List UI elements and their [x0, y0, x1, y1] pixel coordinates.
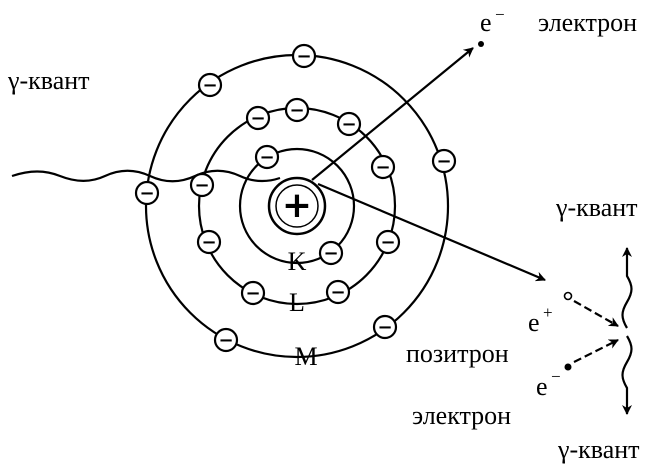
- outgoing-gamma-bottom-wave: [621, 335, 633, 415]
- shell-electron: −: [240, 280, 266, 306]
- shell-k-orbit: [238, 147, 356, 265]
- gamma-pair-production-arrow: [317, 182, 546, 282]
- ejected-electron-arrow: [311, 47, 474, 181]
- nucleus-sign: +: [282, 185, 312, 226]
- electron-charge-sign: −: [218, 330, 233, 351]
- outgoing-gamma-top-label: γ-квант: [555, 193, 638, 222]
- ejected-electron-sign: −: [495, 5, 505, 24]
- positron-sign: +: [543, 303, 553, 322]
- incoming-gamma-label: γ-квант: [7, 66, 90, 95]
- electron-charge-sign: −: [259, 147, 274, 168]
- shell-electron: −: [213, 327, 239, 353]
- electron-charge-sign: −: [296, 46, 311, 67]
- shell-electron: −: [245, 105, 271, 131]
- electron-charge-sign: −: [341, 114, 356, 135]
- electron-charge-sign: −: [250, 108, 265, 129]
- ejected-electron-symbol: e: [480, 8, 492, 37]
- shell-electron: −: [284, 97, 310, 123]
- pair-electron-sign: −: [551, 367, 561, 386]
- shell-electron: −: [254, 144, 280, 170]
- shell-l-label: L: [289, 288, 305, 317]
- electron-charge-sign: −: [377, 317, 392, 338]
- electron-charge-sign: −: [194, 175, 209, 196]
- electron-charge-sign: −: [139, 183, 154, 204]
- shell-electron: −: [197, 72, 223, 98]
- shell-electron: −: [336, 111, 362, 137]
- shell-electron: −: [291, 43, 317, 69]
- shell-m-label: M: [294, 342, 317, 371]
- shell-electron: −: [325, 279, 351, 305]
- shell-k-label: K: [288, 247, 307, 276]
- pair-electron-arrow: [573, 339, 619, 363]
- electron-charge-sign: −: [201, 232, 216, 253]
- shell-electron: −: [431, 148, 457, 174]
- incoming-gamma-wave: [11, 169, 281, 183]
- shell-electron: −: [189, 172, 215, 198]
- shell-electron: −: [375, 229, 401, 255]
- pair-electron-label: электрон: [412, 401, 511, 430]
- electron-charge-sign: −: [245, 283, 260, 304]
- shell-electron: −: [318, 240, 344, 266]
- outgoing-gamma-bottom-label: γ-квант: [557, 435, 640, 464]
- positron-label: позитрон: [406, 339, 509, 368]
- shell-electron: −: [372, 314, 398, 340]
- ejected-electron-label: электрон: [538, 8, 637, 37]
- electron-charge-sign: −: [330, 282, 345, 303]
- electron-charge-sign: −: [375, 157, 390, 178]
- electron-charge-sign: −: [289, 100, 304, 121]
- shell-electron: −: [370, 154, 396, 180]
- ejected-electron-dot: [478, 41, 484, 47]
- outgoing-gamma-top-wave: [621, 247, 633, 329]
- positron-arrow: [573, 300, 619, 327]
- pair-electron-symbol: e: [536, 372, 548, 401]
- electron-charge-sign: −: [323, 243, 338, 264]
- electron-charge-sign: −: [202, 75, 217, 96]
- shell-electron: −: [134, 180, 160, 206]
- electron-charge-sign: −: [380, 232, 395, 253]
- shell-electrons: − − − − − − − − − − − − − − − − −: [134, 43, 457, 353]
- nucleus: +: [267, 176, 327, 236]
- pair-electron-dot: [564, 363, 572, 371]
- shell-electron: −: [196, 229, 222, 255]
- positron-dot: [563, 291, 573, 301]
- electron-charge-sign: −: [436, 151, 451, 172]
- positron-symbol: e: [528, 308, 540, 337]
